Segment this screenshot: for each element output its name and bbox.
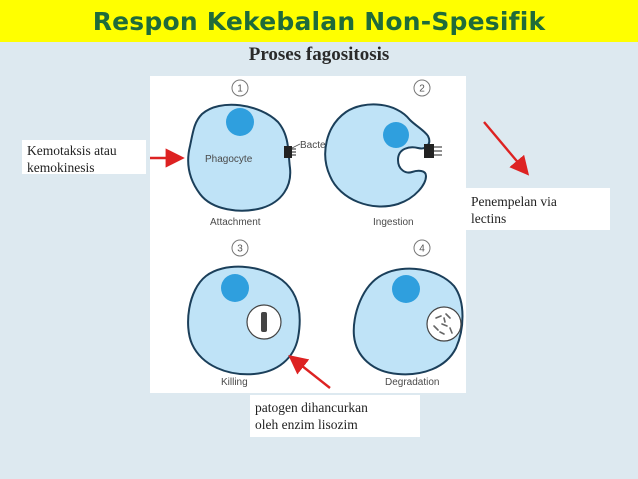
killing-note-line-2: oleh enzim lisozim bbox=[255, 417, 358, 432]
chemotaxis-note-line-1: Kemotaksis atau bbox=[27, 143, 117, 158]
step-1-panel: 1 Phagocyte Bacterium Attachment bbox=[187, 79, 345, 228]
killing-note-line-1: patogen dihancurkan bbox=[255, 400, 368, 415]
nucleus-4 bbox=[392, 275, 420, 303]
step-3-panel: 3 Killing bbox=[187, 239, 301, 388]
attachment-note-line-2: lectins bbox=[471, 211, 507, 226]
phagocyte-cell-3 bbox=[187, 265, 301, 376]
attachment-note-line-1: Penempelan via bbox=[471, 194, 557, 209]
attachment-arrow bbox=[483, 121, 530, 176]
step-2-number: 2 bbox=[419, 84, 425, 95]
step-4-number: 4 bbox=[419, 244, 425, 255]
phagocyte-cell-4 bbox=[352, 267, 464, 376]
bacterium-label: Bacterium bbox=[300, 140, 345, 151]
phagocyte-cell-1 bbox=[187, 103, 292, 212]
nucleus-2 bbox=[383, 122, 409, 148]
step-4-caption: Degradation bbox=[385, 377, 439, 388]
step-4-number-circle bbox=[413, 239, 431, 257]
chemotaxis-note: Kemotaksis atau kemokinesis bbox=[22, 140, 146, 175]
step-3-number-circle bbox=[231, 239, 249, 257]
step-1-number-circle bbox=[231, 79, 249, 97]
attachment-note: Penempelan via lectins bbox=[466, 188, 610, 230]
step-2-panel: 2 Ingestion bbox=[324, 79, 442, 228]
bacterial-debris bbox=[433, 313, 453, 335]
killing-note: patogen dihancurkan oleh enzim lisozim bbox=[250, 395, 420, 437]
phagocytosis-diagram: 1 Phagocyte Bacterium Attachment 2 Inges… bbox=[187, 79, 464, 388]
bacterium-3 bbox=[261, 312, 267, 332]
step-2-caption: Ingestion bbox=[373, 217, 414, 228]
phagocytosis-figure: 1 Phagocyte Bacterium Attachment 2 Inges… bbox=[150, 76, 466, 393]
title-bar: Respon Kekebalan Non-Spesifik bbox=[0, 0, 638, 42]
phagocyte-cell-2 bbox=[324, 103, 431, 208]
step-4-panel: 4 Degradation bbox=[352, 239, 464, 388]
diagram-subtitle: Proses fagositosis bbox=[248, 44, 390, 65]
phagocyte-label: Phagocyte bbox=[205, 154, 253, 165]
step-1-caption: Attachment bbox=[210, 217, 261, 228]
step-2-number-circle bbox=[413, 79, 431, 97]
nucleus-1 bbox=[226, 108, 254, 136]
nucleus-3 bbox=[221, 274, 249, 302]
step-3-number: 3 bbox=[237, 244, 243, 255]
step-1-number: 1 bbox=[237, 84, 243, 95]
chemotaxis-note-line-2: kemokinesis bbox=[27, 160, 95, 175]
step-3-caption: Killing bbox=[221, 377, 248, 388]
page-title: Respon Kekebalan Non-Spesifik bbox=[92, 6, 546, 36]
